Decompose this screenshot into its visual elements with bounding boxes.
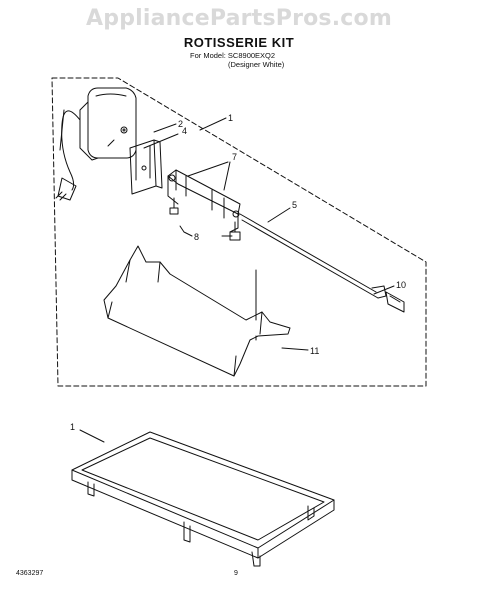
spit-rod <box>239 213 387 299</box>
spit-handle <box>385 291 405 313</box>
watermark-text: AppliancePartsPros.com <box>86 6 392 31</box>
document-number: 4363297 <box>16 570 44 577</box>
broiler-pan <box>71 431 335 567</box>
callout-11: 11 <box>310 346 319 356</box>
callout-2: 2 <box>178 119 183 129</box>
spit-forks <box>167 169 241 233</box>
callout-5: 5 <box>292 200 297 210</box>
model-line: For Model: SC8900EXQ2 <box>190 51 276 60</box>
callout-8: 8 <box>194 232 199 242</box>
callout-1-top: 1 <box>228 113 233 123</box>
motor-bracket <box>129 139 163 195</box>
thumb-screws <box>169 197 241 241</box>
callout-numbers: 1 2 4 7 5 8 10 11 1 <box>70 113 406 432</box>
variant-line: (Designer White) <box>228 60 285 69</box>
callout-4: 4 <box>182 126 187 136</box>
callout-10: 10 <box>396 280 406 290</box>
leader-lines <box>79 117 395 443</box>
rotisserie-motor <box>55 87 137 201</box>
callout-1-bottom: 1 <box>70 422 75 432</box>
wire-rack <box>103 245 291 377</box>
kit-boundary <box>51 77 427 387</box>
diagram-title: ROTISSERIE KIT <box>183 35 295 50</box>
page-number: 9 <box>234 570 238 577</box>
callout-7: 7 <box>232 152 237 162</box>
